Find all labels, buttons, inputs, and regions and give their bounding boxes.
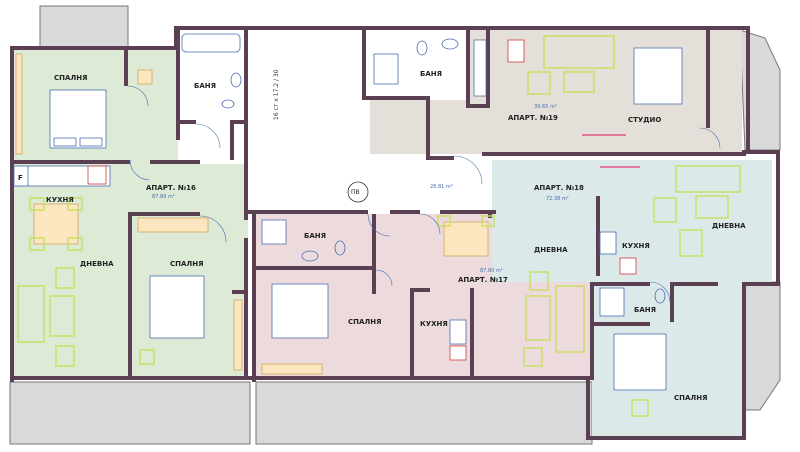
a17-bath-label: БАНЯ (304, 232, 326, 240)
a16-bath-label: БАНЯ (194, 82, 216, 90)
a18-bedroom-label: СПАЛНЯ (674, 394, 707, 402)
a16-fridge (13, 165, 29, 187)
a19-kitchen-unit (473, 39, 487, 97)
apt16-label: АПАРТ. №16 (146, 184, 196, 192)
a17-sink (301, 250, 319, 262)
a19-bath-label: БАНЯ (420, 70, 442, 78)
a19-stove (507, 39, 525, 63)
apt18-area (492, 160, 772, 438)
a18-kitchen-sink (599, 231, 617, 255)
lift-label: ПВ (351, 189, 360, 196)
a16-bedroom-top-label: СПАЛНЯ (54, 74, 87, 82)
a16-dining-table (29, 197, 83, 251)
apt17-area-label: 87.80 m² (480, 268, 503, 274)
a17-stove (449, 345, 467, 361)
a16-chair-bottom (139, 349, 155, 365)
a18-shower (599, 287, 625, 317)
balcony-right-bottom (744, 281, 781, 411)
walls (10, 26, 780, 440)
a18-bath-label: БАНЯ (634, 306, 656, 314)
apt18-label: АПАРТ. №18 (534, 184, 584, 192)
a16-fridge-label: F (18, 174, 23, 182)
a17-kitchen-label: КУХНЯ (420, 320, 448, 328)
apt18-area-label: 72.38 m² (546, 196, 569, 202)
a17-kitchen-sink (449, 319, 467, 345)
a16-sofa (17, 267, 75, 367)
a17-sofa (523, 271, 585, 367)
a16-wardrobe-top (15, 53, 23, 155)
apt17-label: АПАРТ. №17 (458, 276, 508, 284)
a19-sink (441, 38, 459, 50)
doors (127, 85, 721, 303)
a19-shower (373, 53, 399, 85)
a16-living-label: ДНЕВНА (80, 260, 114, 268)
a16-wardrobe-bottom (137, 217, 209, 233)
a16-kitchen-label: КУХНЯ (46, 196, 74, 204)
a17-shower (261, 219, 287, 245)
a17-bed (271, 283, 329, 339)
a16-bed-bottom (149, 275, 205, 339)
apt19-area-label: 39.65 m² (534, 104, 557, 110)
a16-toilet (230, 72, 242, 88)
a17-wardrobe (261, 363, 323, 375)
a18-living-label: ДНЕВНА (712, 222, 746, 230)
a18-toilet (654, 288, 666, 304)
a17-toilet (334, 240, 346, 256)
a16-desk (233, 299, 243, 371)
a16-stove (87, 165, 107, 185)
apt19-area (370, 30, 742, 154)
apt19-label: АПАРТ. №19 (508, 114, 558, 122)
a17-living-label: ДНЕВНА (534, 246, 568, 254)
corridor-area (248, 34, 362, 214)
a16-nightstand (137, 69, 153, 85)
a19-toilet (416, 40, 428, 56)
a19-bed (633, 47, 683, 105)
apt16-area-label: 87.89 m² (152, 194, 175, 200)
a18-chair (631, 399, 649, 417)
a18-kitchen-label: КУХНЯ (622, 242, 650, 250)
a19-studio-label: СТУДИО (628, 116, 661, 124)
a19-sofa (527, 35, 615, 95)
balcony-bottom-middle (255, 381, 593, 445)
a16-bedroom-bottom-label: СПАЛНЯ (170, 260, 203, 268)
a16-bed-top (49, 89, 107, 149)
a17-bedroom-label: СПАЛНЯ (348, 318, 381, 326)
lift-circle (347, 181, 369, 203)
a16-sink (221, 99, 235, 109)
a18-sofa (653, 165, 741, 257)
balcony-top-left (39, 5, 129, 49)
corridor-area-label: 28.81 m² (430, 184, 453, 190)
a17-dining (437, 215, 495, 257)
rug-a18 (600, 166, 640, 168)
stair-label: 16 ст х 17.2 / 30 (273, 69, 280, 120)
a18-bed (613, 333, 667, 391)
a16-bathtub (181, 33, 241, 53)
rug-a19 (582, 134, 626, 136)
a18-stove (619, 257, 637, 275)
balcony-bottom-left (9, 381, 251, 445)
